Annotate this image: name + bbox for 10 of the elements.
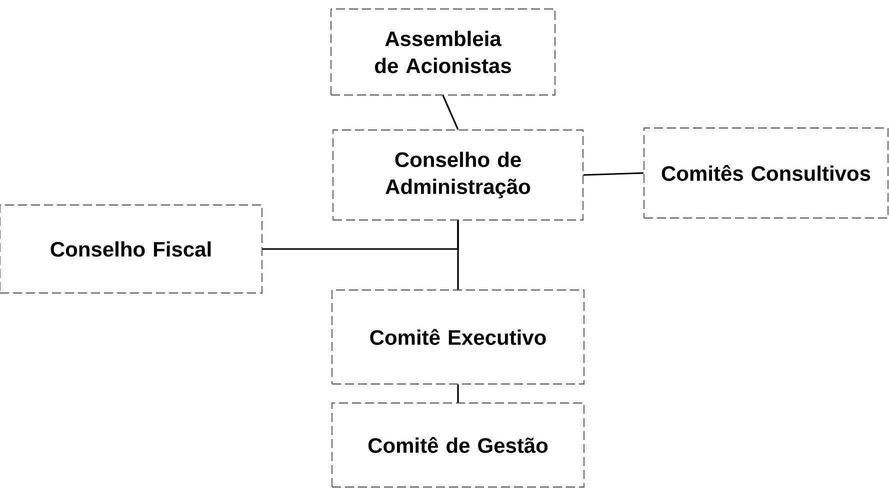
org-box: Conselho Fiscal xyxy=(0,204,262,294)
connector-line xyxy=(457,384,459,403)
org-box: Assembleia de Acionistas xyxy=(330,8,556,96)
org-box: Comitê Executivo xyxy=(332,290,584,384)
connector-line xyxy=(442,95,459,130)
org-box: Conselho de Administração xyxy=(332,130,584,220)
org-box: Comitê de Gestão xyxy=(332,402,584,488)
connector-line xyxy=(583,172,644,176)
org-box: Comitês Consultivos xyxy=(644,128,888,218)
connector-line xyxy=(457,220,459,290)
